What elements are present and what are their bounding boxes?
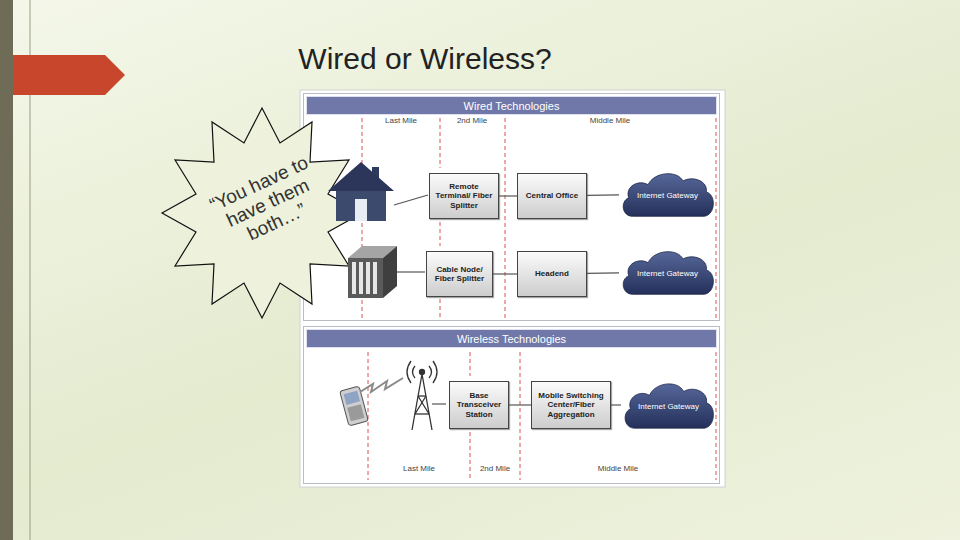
cloud-text-box: Internet Gateway <box>619 246 716 298</box>
slide-title: Wired or Wireless? <box>225 42 625 76</box>
panel-heading: Wireless Technologies <box>457 333 566 345</box>
house-body <box>336 188 386 221</box>
connector-line <box>587 272 619 274</box>
cloud-outline <box>623 252 713 295</box>
mile-divider <box>470 352 471 376</box>
mile-divider <box>470 432 471 480</box>
mile-divider <box>716 118 717 318</box>
node-text: Cable Node/ Fiber Splitter <box>429 265 490 283</box>
server-slot <box>359 262 363 294</box>
server-slot <box>352 262 356 294</box>
server-top <box>348 246 397 258</box>
internet-cloud: Internet Gateway <box>621 378 716 432</box>
header-band: Wireless Technologies <box>306 329 717 348</box>
cloud-text-box: Internet Gateway <box>621 378 716 432</box>
header-band: Wired Technologies <box>306 96 717 115</box>
connector-line <box>587 194 619 196</box>
node-text: Mobile Switching Center/Fiber Aggregatio… <box>534 391 608 419</box>
connector-line <box>509 404 531 405</box>
mile-divider <box>440 118 441 168</box>
house-icon <box>328 162 394 221</box>
mile-divider <box>716 352 717 480</box>
process-box: Cable Node/ Fiber Splitter <box>426 251 493 297</box>
mile-divider <box>368 352 369 480</box>
internet-cloud: Internet Gateway <box>619 168 716 220</box>
phone-screen <box>344 391 360 405</box>
cloud-outline <box>623 174 713 217</box>
radio-wave <box>429 366 432 378</box>
access-line <box>397 271 425 272</box>
radio-wave <box>407 361 411 383</box>
node-text: Internet Gateway <box>638 402 699 411</box>
node-text: Headend <box>535 269 569 278</box>
tower-brace <box>415 396 426 414</box>
house-door <box>355 199 367 221</box>
tower-icon <box>407 361 437 430</box>
mile-divider <box>520 352 521 480</box>
mile-dividers <box>362 118 716 480</box>
cloud-text-box: Internet Gateway <box>619 168 716 220</box>
radio-wave <box>413 366 416 378</box>
node-text: Internet Gateway <box>637 191 698 200</box>
server-side <box>383 246 397 298</box>
side-stripe <box>0 0 13 540</box>
access-line <box>432 403 446 404</box>
process-box: Central Office <box>517 173 587 219</box>
mile-divider <box>362 118 363 318</box>
technology-panel: Wireless TechnologiesBase Transceiver St… <box>303 326 720 484</box>
starburst <box>162 108 362 318</box>
tower-brace <box>418 395 426 396</box>
process-box: Remote Terminal/ Fiber Splitter <box>429 173 499 219</box>
connector-layer <box>493 195 621 405</box>
tower-legs <box>412 374 432 430</box>
house-roof <box>328 162 394 191</box>
connector-line <box>499 195 517 196</box>
node-text: Central Office <box>526 191 578 200</box>
server-icon <box>348 246 397 298</box>
panel-heading: Wired Technologies <box>464 100 560 112</box>
technology-panel: Wired TechnologiesRemote Terminal/ Fiber… <box>303 93 720 321</box>
mile-divider <box>505 118 506 318</box>
diagram-frame <box>300 90 725 487</box>
arrow-tab <box>13 55 125 95</box>
process-box: Mobile Switching Center/Fiber Aggregatio… <box>531 381 611 429</box>
node-text: Internet Gateway <box>637 269 698 278</box>
mile-divider <box>440 299 441 318</box>
phone-keys <box>347 404 364 421</box>
cloud-outline <box>625 384 713 428</box>
server-front <box>348 258 383 298</box>
node-text: Remote Terminal/ Fiber Splitter <box>432 182 496 210</box>
access-line <box>394 195 428 205</box>
connector-line <box>493 273 517 274</box>
server-slot <box>373 262 377 294</box>
connector-line <box>611 404 621 405</box>
radio-link <box>360 378 403 392</box>
process-box: Base Transceiver Station <box>449 381 509 429</box>
tower-brace <box>415 413 429 414</box>
internet-cloud: Internet Gateway <box>619 246 716 298</box>
process-box: Headend <box>517 251 587 297</box>
phone-body <box>340 386 369 426</box>
node-text: Base Transceiver Station <box>452 391 506 419</box>
chimney <box>372 167 379 183</box>
tower-antenna <box>420 370 425 375</box>
mile-divider <box>440 222 441 246</box>
radio-wave <box>433 361 437 383</box>
tower-brace <box>418 396 429 414</box>
server-slot <box>366 262 370 294</box>
phone-icon <box>340 386 369 426</box>
